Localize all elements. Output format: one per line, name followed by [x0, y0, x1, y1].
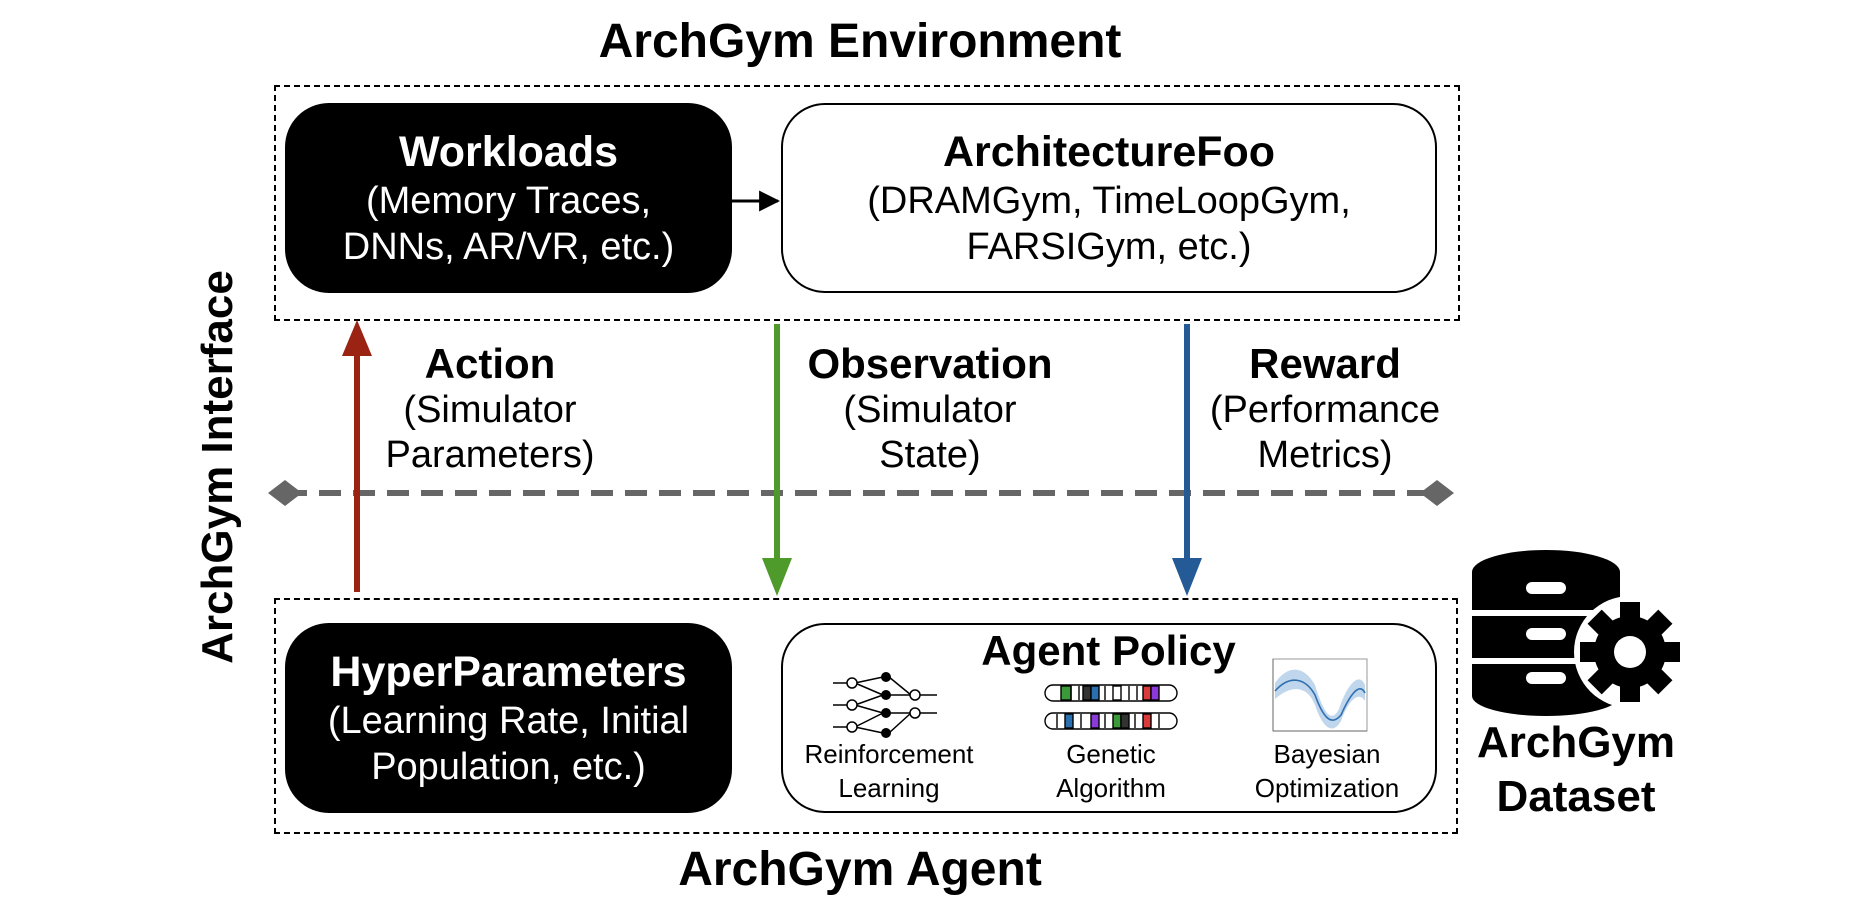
environment-container	[274, 85, 1460, 321]
agent-title: ArchGym Agent	[678, 843, 1042, 896]
interface-left-diamond	[268, 480, 302, 506]
database-gear-icon	[1472, 550, 1686, 716]
workloads-title: Workloads	[398, 128, 619, 176]
bo-label-line1: Bayesian	[1273, 739, 1381, 769]
reward-arrow	[1172, 324, 1202, 596]
ga-label-line1: Genetic	[1066, 739, 1156, 769]
dataset-label-line2: Dataset	[1496, 772, 1656, 821]
rl-label-line2: Learning	[838, 773, 940, 803]
hyperparameters-subtitle-line1: (Learning Rate, Initial	[327, 700, 690, 742]
agent-policy-title: Agent Policy	[981, 627, 1236, 674]
rl-label-line1: Reinforcement	[804, 739, 974, 769]
action-title: Action	[424, 340, 556, 387]
dataset-label-line1: ArchGym	[1476, 718, 1676, 767]
hyperparameters-subtitle-line2: Population, etc.)	[371, 746, 646, 788]
action-arrow	[342, 320, 372, 592]
architecture-subtitle-line1: (DRAMGym, TimeLoopGym,	[867, 180, 1351, 222]
workloads-subtitle-line2: DNNs, AR/VR, etc.)	[342, 226, 675, 268]
bo-label: Bayesian Optimization	[1227, 737, 1427, 805]
observation-subtitle-line1: (Simulator	[843, 389, 1017, 431]
action-subtitle-line2: Parameters)	[385, 434, 595, 476]
workloads-box: Workloads (Memory Traces, DNNs, AR/VR, e…	[285, 103, 732, 293]
agent-container	[274, 598, 1458, 834]
hyperparameters-box: HyperParameters (Learning Rate, Initial …	[285, 623, 732, 813]
agent-policy-box: Agent Policy Reinforcement Learning	[781, 623, 1437, 813]
rl-label: Reinforcement Learning	[789, 737, 989, 805]
neural-network-icon	[833, 672, 937, 738]
reward-title: Reward	[1249, 340, 1401, 387]
observation-subtitle-line2: State)	[879, 434, 981, 476]
observation-title: Observation	[807, 340, 1053, 387]
chromosome-icon	[1044, 684, 1178, 730]
gaussian-process-plot-icon	[1272, 658, 1368, 732]
architecture-subtitle-line2: FARSIGym, etc.)	[966, 226, 1252, 268]
observation-label: Observation (Simulator State)	[790, 340, 1070, 478]
observation-arrow	[762, 324, 792, 596]
architecture-box: ArchitectureFoo (DRAMGym, TimeLoopGym, F…	[781, 103, 1437, 293]
dataset-label: ArchGym Dataset	[1456, 716, 1696, 824]
hyperparameters-title: HyperParameters	[330, 648, 687, 696]
ga-label-line2: Algorithm	[1056, 773, 1166, 803]
architecture-title: ArchitectureFoo	[942, 128, 1276, 176]
reward-subtitle-line1: (Performance	[1209, 389, 1441, 431]
interface-label: ArchGym Interface	[193, 270, 242, 664]
bo-label-line2: Optimization	[1254, 773, 1400, 803]
action-label: Action (Simulator Parameters)	[370, 340, 610, 478]
workloads-subtitle-line1: (Memory Traces,	[365, 180, 652, 222]
action-subtitle-line1: (Simulator	[403, 389, 577, 431]
reward-label: Reward (Performance Metrics)	[1195, 340, 1455, 478]
ga-label: Genetic Algorithm	[1011, 737, 1211, 805]
environment-title: ArchGym Environment	[598, 15, 1122, 68]
interface-right-diamond	[1420, 480, 1454, 506]
reward-subtitle-line2: Metrics)	[1257, 434, 1393, 476]
